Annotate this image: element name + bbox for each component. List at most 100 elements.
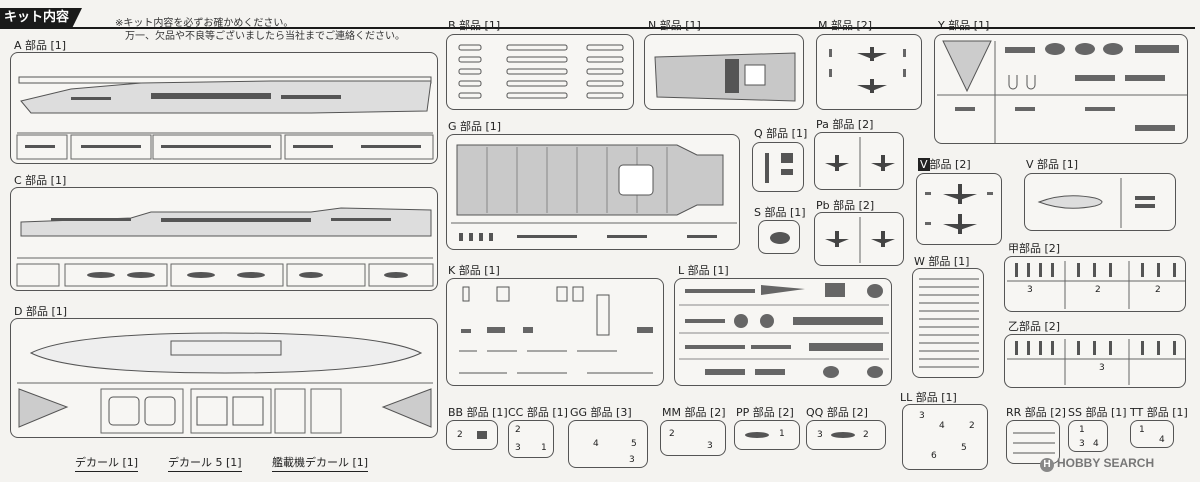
sprue-c-parts (16, 207, 434, 287)
sprue-kou-parts (1007, 261, 1185, 309)
sprue-w-parts (919, 278, 979, 368)
sprue-ss-label: SS 部品 [1] (1068, 406, 1127, 419)
sprue-bb-frame: 2 (446, 420, 498, 450)
sprue-q-label: Q 部品 [1] (754, 127, 808, 140)
sprue-w-label: W 部品 [1] (914, 255, 970, 268)
sprue-gg-label: GG 部品 [3] (570, 406, 632, 419)
gg-num-5: 5 (631, 439, 637, 449)
sprue-g-label: G 部品 [1] (448, 120, 502, 133)
bb-num-2: 2 (457, 430, 463, 440)
sprue-d-label: D 部品 [1] (14, 305, 68, 318)
sprue-rr-frame (1006, 420, 1060, 464)
gg-num-3: 3 (629, 455, 635, 465)
kou-num-3: 3 (1027, 285, 1033, 295)
sprue-tt-frame: 1 4 (1130, 420, 1174, 448)
title-rule (0, 27, 1195, 29)
sprue-d-parts (17, 332, 433, 434)
sprue-q-frame (752, 142, 804, 192)
notice-line-1: ※キット内容を必ずお確かめください。 (115, 18, 294, 29)
sprue-a-parts (16, 76, 434, 160)
section-title: キット内容 (0, 8, 82, 28)
sprue-v2-label: V 部品 [1] (1026, 158, 1079, 171)
sprue-mm-frame: 2 3 (660, 420, 726, 456)
ll-num-4: 4 (939, 421, 945, 431)
sprue-d-frame (10, 318, 438, 438)
sprue-ll-frame: 3 4 2 6 5 (902, 404, 988, 470)
sprue-n-label: N 部品 [1] (648, 19, 701, 32)
sprue-qq-frame: 3 2 (806, 420, 886, 450)
sprue-n-frame (644, 34, 804, 110)
sprue-k-frame (446, 278, 664, 386)
sprue-v2-frame (1024, 173, 1176, 231)
sprue-y-label: Y 部品 [1] (938, 19, 990, 32)
sprue-b-parts (458, 44, 624, 99)
cc-num-2: 2 (515, 425, 521, 435)
sprue-k-parts (459, 286, 653, 374)
sprue-v1-text: 部品 [2] (929, 158, 971, 171)
sprue-l-label: L 部品 [1] (678, 264, 729, 277)
sprue-otsu-label: 乙部品 [2] (1008, 320, 1061, 333)
ll-num-6: 6 (931, 451, 937, 461)
sprue-m-parts (829, 47, 906, 93)
ss-num-4: 4 (1093, 439, 1099, 449)
ll-num-5: 5 (961, 443, 967, 453)
sprue-pp-label: PP 部品 [2] (736, 406, 794, 419)
sprue-v1-frame (916, 173, 1002, 245)
sprue-pa-label: Pa 部品 [2] (816, 118, 874, 131)
ll-num-3: 3 (919, 411, 925, 421)
sprue-b-frame (446, 34, 634, 110)
sprue-otsu-frame: 3 (1004, 334, 1186, 388)
sprue-m-label: M 部品 [2] (818, 19, 873, 32)
ss-num-3: 3 (1079, 439, 1085, 449)
sprue-pb-label: Pb 部品 [2] (816, 199, 875, 212)
hobby-search-logo-icon: H (1040, 458, 1054, 472)
mm-num-3: 3 (707, 441, 713, 451)
sprue-rr-label: RR 部品 [2] (1006, 406, 1066, 419)
sprue-a-label: A 部品 [1] (14, 39, 67, 52)
sprue-y-parts (937, 40, 1187, 143)
sprue-bb-label: BB 部品 [1] (448, 406, 508, 419)
sprue-s-frame (758, 220, 800, 254)
sprue-qq-label: QQ 部品 [2] (806, 406, 868, 419)
sprue-y-frame (934, 34, 1188, 144)
kou-num-2: 2 (1095, 285, 1101, 295)
decal-5-label: デカール 5 [1] (168, 454, 242, 472)
kou-num-2b: 2 (1155, 285, 1161, 295)
cc-num-3: 3 (515, 443, 521, 453)
sprue-n-parts (654, 52, 796, 102)
pp-num-1: 1 (779, 429, 785, 439)
tt-num-4: 4 (1159, 435, 1165, 445)
sprue-kou-label: 甲部品 [2] (1008, 242, 1061, 255)
qq-num-3: 3 (817, 430, 823, 440)
sprue-s-label: S 部品 [1] (754, 206, 806, 219)
sprue-v1-badge: V (918, 158, 930, 171)
sprue-v2-parts (1037, 178, 1155, 228)
ll-num-2: 2 (969, 421, 975, 431)
sprue-b-label: B 部品 [1] (448, 19, 501, 32)
sprue-pa-parts (825, 137, 895, 187)
mm-num-2: 2 (669, 429, 675, 439)
sprue-otsu-parts (1007, 339, 1185, 385)
sprue-g-parts (451, 144, 737, 241)
qq-num-2: 2 (863, 430, 869, 440)
sprue-ll-label: LL 部品 [1] (900, 391, 957, 404)
tt-num-1: 1 (1139, 425, 1145, 435)
sprue-a-frame (10, 52, 438, 164)
sprue-m-frame (816, 34, 922, 110)
aircraft-decal-label: 艦載機デカール [1] (272, 454, 369, 472)
sprue-kou-frame: 3 2 2 (1004, 256, 1186, 312)
sprue-g-frame (446, 134, 740, 250)
sprue-w-frame (912, 268, 984, 378)
sprue-k-label: K 部品 [1] (448, 264, 500, 277)
sprue-cc-frame: 2 3 1 (508, 420, 554, 458)
sprue-mm-label: MM 部品 [2] (662, 406, 726, 419)
sprue-c-label: C 部品 [1] (14, 174, 67, 187)
ss-num-1: 1 (1079, 425, 1085, 435)
sprue-cc-label: CC 部品 [1] (508, 406, 568, 419)
sprue-s-parts (770, 232, 790, 244)
sprue-pp-frame: 1 (734, 420, 800, 450)
sprue-tt-label: TT 部品 [1] (1130, 406, 1188, 419)
sprue-q-parts (765, 153, 793, 183)
